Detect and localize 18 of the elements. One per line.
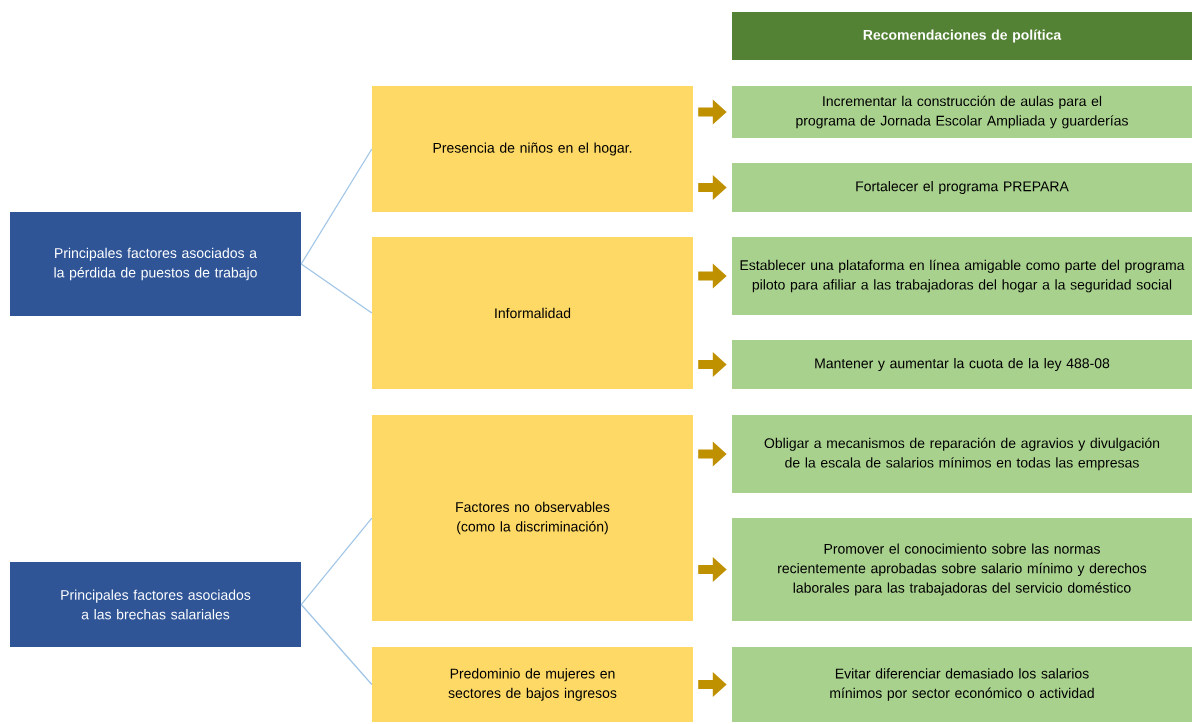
recommendation-box: Incrementar la construcción de aulas para el programa de Jornada Escolar Ampliada y guarderías [732, 86, 1192, 138]
recommendation-box: Mantener y aumentar la cuota de la ley 488-08 [732, 340, 1192, 389]
connector-line [300, 148, 373, 265]
cause-box: Presencia de niños en el hogar. [372, 86, 693, 212]
cause-box: Informalidad [372, 237, 693, 389]
factor-box: Principales factores asociados a la pérdida de puestos de trabajo [10, 212, 301, 316]
recommendation-box: Evitar diferenciar demasiado los salarios mínimos por sector económico o actividad [732, 647, 1192, 722]
recommendation-box: Establecer una plataforma en línea amigable como parte del programa piloto para afiliar a las trabajadoras del hogar a la seguridad social [732, 237, 1192, 315]
header-box: Recomendaciones de política [732, 12, 1192, 60]
cause-box: Factores no observables (como la discriminación) [372, 415, 693, 621]
cause-box: Predominio de mujeres en sectores de bajos ingresos [372, 647, 693, 722]
connector-line [300, 263, 373, 314]
recommendation-box: Obligar a mecanismos de reparación de agravios y divulgación de la escala de salarios mínimos en todas las empresas [732, 415, 1192, 493]
recommendation-box: Promover el conocimiento sobre las normas recientemente aprobadas sobre salario mínimo y derechos laborales para las trabajadoras del servicio doméstico [732, 518, 1192, 621]
factor-box: Principales factores asociados a las brechas salariales [10, 562, 301, 647]
connector-line [300, 517, 373, 606]
connector-line [300, 603, 373, 686]
recommendation-box: Fortalecer el programa PREPARA [732, 163, 1192, 212]
